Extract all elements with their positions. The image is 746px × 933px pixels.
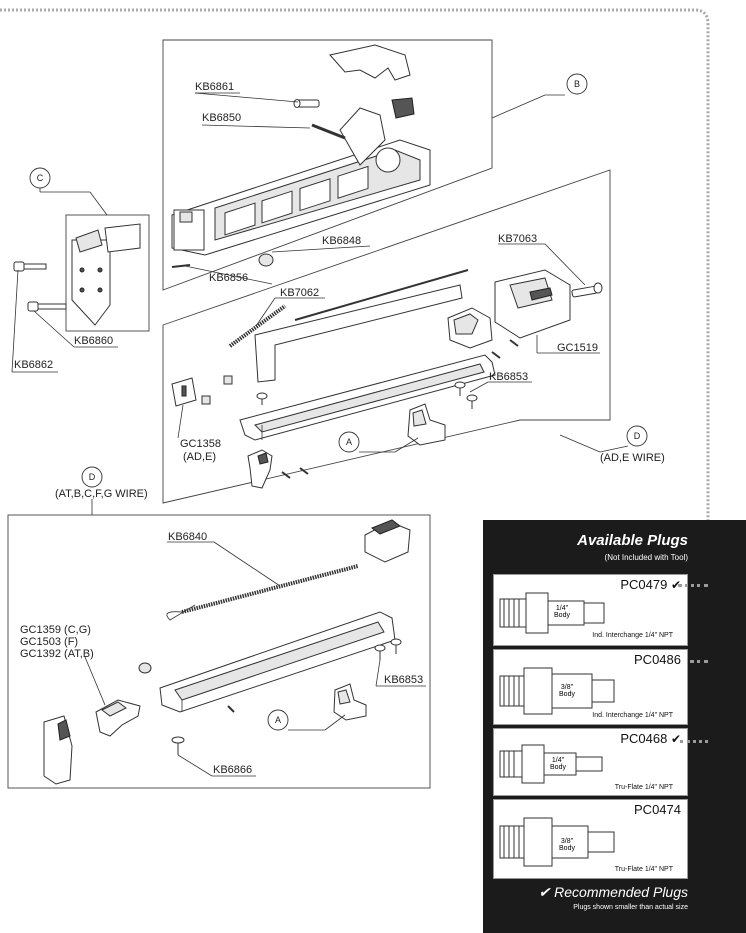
label-kb7062: KB7062	[280, 287, 319, 299]
plug-code: PC0474	[634, 802, 681, 817]
box-c	[65, 214, 150, 332]
callout-a-bottom-text: A	[275, 715, 281, 725]
connector-dotted	[678, 584, 708, 587]
kb7063-bolt	[571, 282, 603, 298]
callout-a-top-text: A	[346, 437, 352, 447]
plugs-subtitle: (Not Included with Tool)	[604, 553, 688, 562]
kb6866-screw	[171, 736, 185, 755]
plug-code: PC0479	[620, 577, 668, 592]
label-kb6866: KB6866	[213, 764, 252, 776]
kb7062-spring	[228, 304, 287, 348]
plug-description: Ind. Interchange 1/4" NPT	[592, 712, 673, 719]
latch-part	[329, 44, 415, 119]
kb6861-pin	[293, 99, 320, 108]
plugs-title: Available Plugs	[577, 532, 688, 549]
latch-block	[447, 307, 493, 349]
box-b	[162, 39, 493, 291]
label-kb6850: KB6850	[202, 112, 241, 124]
plug-illustration	[499, 817, 615, 867]
c-bracket	[71, 223, 141, 326]
callout-d-bottom-text: D	[89, 472, 96, 482]
label-d-bottom-sub: (AT,B,C,F,G WIRE)	[55, 488, 148, 500]
label-gc1358-sub: (AD,E)	[183, 451, 216, 463]
connector-dotted	[690, 660, 708, 663]
plug-illustration	[499, 667, 615, 715]
label-gc1392: GC1392 (AT,B)	[20, 648, 94, 660]
plug-body-size: 3/8" Body	[559, 838, 575, 852]
end-block	[364, 519, 411, 563]
bottom-left-plate	[43, 715, 73, 785]
channel-rail-bottom	[159, 611, 396, 713]
kb6853-screws-bottom	[374, 638, 402, 660]
long-rod	[294, 269, 469, 321]
plug-card-pc0474: PC0474 3/8" Body Tru-Flate 1/4" NPT	[493, 799, 688, 879]
box-d-bottom	[7, 514, 431, 789]
label-kb6862: KB6862	[14, 359, 53, 371]
label-gc1519: GC1519	[557, 342, 598, 354]
check-icon: ✔	[670, 732, 681, 746]
callout-b-text: B	[574, 79, 580, 89]
label-kb6848: KB6848	[322, 235, 361, 247]
label-kb6840: KB6840	[168, 531, 207, 543]
a-piece-top	[407, 403, 446, 446]
label-kb6853-top: KB6853	[489, 371, 528, 383]
plug-description: Tru-Flate 1/4" NPT	[614, 866, 673, 873]
kb6860-screw	[27, 301, 67, 312]
plug-description: Ind. Interchange 1/4" NPT	[592, 632, 673, 639]
plug-code: PC0486	[634, 652, 681, 667]
label-gc1358: GC1358	[180, 438, 221, 450]
plug-description: Tru-Flate 1/4" NPT	[614, 784, 673, 791]
plug-code: PC0468	[620, 731, 668, 746]
top-frame-assembly	[171, 107, 431, 256]
plug-body-size: 1/4" Body	[554, 605, 570, 619]
guide-plate	[254, 284, 463, 383]
recommended-plugs-label: ✔ Recommended Plugs	[538, 884, 688, 900]
label-kb6860: KB6860	[74, 335, 113, 347]
callout-d-bottom	[81, 466, 103, 488]
label-kb7063: KB7063	[498, 233, 537, 245]
kb6853-screws-top	[454, 381, 478, 409]
gc1519-block	[494, 269, 571, 339]
callout-d-top	[626, 425, 648, 447]
callout-a-bottom	[267, 709, 289, 731]
callout-b	[566, 73, 588, 95]
label-gc1503: GC1503 (F)	[20, 636, 78, 648]
air-line-dotted	[0, 8, 710, 802]
plug-card-pc0468: PC0468 ✔ 1/4" Body Tru-Flate 1/4" NPT	[493, 728, 688, 796]
plug-body-size: 1/4" Body	[550, 757, 566, 771]
label-gc1359: GC1359 (C,G)	[20, 624, 91, 636]
plug-illustration	[499, 744, 603, 784]
connector-dotted	[680, 740, 708, 743]
label-kb6853-bottom: KB6853	[384, 674, 423, 686]
available-plugs-panel: Available Plugs (Not Included with Tool)…	[483, 520, 746, 933]
callout-c-text: C	[37, 173, 44, 183]
label-d-top-sub: (AD,E WIRE)	[600, 452, 665, 464]
box-d-top	[162, 169, 611, 504]
plugs-size-note: Plugs shown smaller than actual size	[573, 904, 688, 911]
small-latch	[247, 449, 273, 489]
gc1358-part	[171, 375, 268, 407]
bottom-nut	[138, 662, 152, 674]
kb6848-nut	[258, 253, 274, 267]
callout-a-top	[338, 431, 360, 453]
label-kb6856: KB6856	[209, 272, 248, 284]
plug-card-pc0486: PC0486 3/8" Body Ind. Interchange 1/4" N…	[493, 649, 688, 725]
channel-rail	[239, 354, 496, 441]
label-kb6861: KB6861	[195, 81, 234, 93]
a-piece-bottom	[333, 683, 367, 721]
kb6862-screw	[13, 261, 47, 272]
gc-bracket-bottom	[95, 699, 141, 737]
plug-card-pc0479: PC0479 ✔ 1/4" Body Ind. Interchange 1/4"…	[493, 574, 688, 646]
callout-d-top-text: D	[634, 431, 641, 441]
kb6840-spring	[181, 564, 359, 614]
plug-illustration	[499, 592, 605, 634]
plug-body-size: 3/8" Body	[559, 684, 575, 698]
check-icon: ✔	[670, 578, 681, 592]
